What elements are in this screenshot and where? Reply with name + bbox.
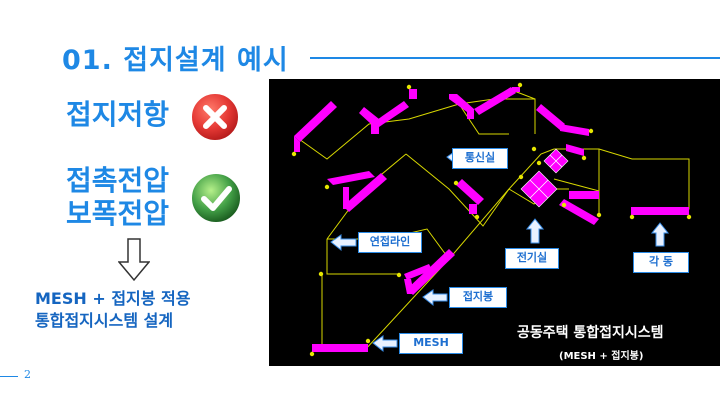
left-arrow-icon	[330, 234, 357, 252]
title-divider	[310, 57, 720, 59]
left-arrow-icon	[372, 335, 398, 353]
each-building-label: 각 동	[633, 252, 689, 273]
page-title: 01. 접지설계 예시	[62, 45, 289, 76]
conclusion-line-2: 통합접지시스템 설계	[35, 311, 174, 330]
grounding-layout-drawing	[291, 82, 692, 357]
continuous-line-label: 연접라인	[358, 232, 422, 253]
system-title: 공동주택 통합접지시스템	[517, 325, 664, 341]
page-number-divider	[0, 376, 18, 377]
mesh-label: MESH	[399, 333, 463, 354]
left-arrow-icon	[422, 289, 448, 307]
grounding-system-diagram: 통신실 연접라인 전기실 각 동 접지봉 MESH 공동주택 통합접지시스템 (…	[269, 79, 720, 366]
grounding-resistance-label: 접지저항	[66, 98, 170, 131]
contact-voltage-label: 접촉전압	[66, 164, 170, 197]
ground-rod-label: 접지봉	[449, 287, 507, 308]
check-icon	[189, 171, 243, 229]
up-arrow-icon	[525, 218, 545, 244]
step-voltage-label: 보폭전압	[66, 197, 170, 230]
cross-icon	[189, 91, 241, 147]
electric-room-label: 전기실	[505, 248, 559, 269]
system-subtitle: (MESH + 접지봉)	[559, 351, 644, 362]
conclusion-text: MESH + 접지봉 적용 통합접지시스템 설계	[35, 288, 190, 332]
conclusion-line-1: MESH + 접지봉 적용	[35, 289, 191, 308]
page-number: 2	[24, 368, 31, 381]
up-arrow-icon	[650, 222, 670, 247]
comm-room-label: 통신실	[452, 148, 508, 169]
down-arrow-icon	[117, 238, 151, 286]
